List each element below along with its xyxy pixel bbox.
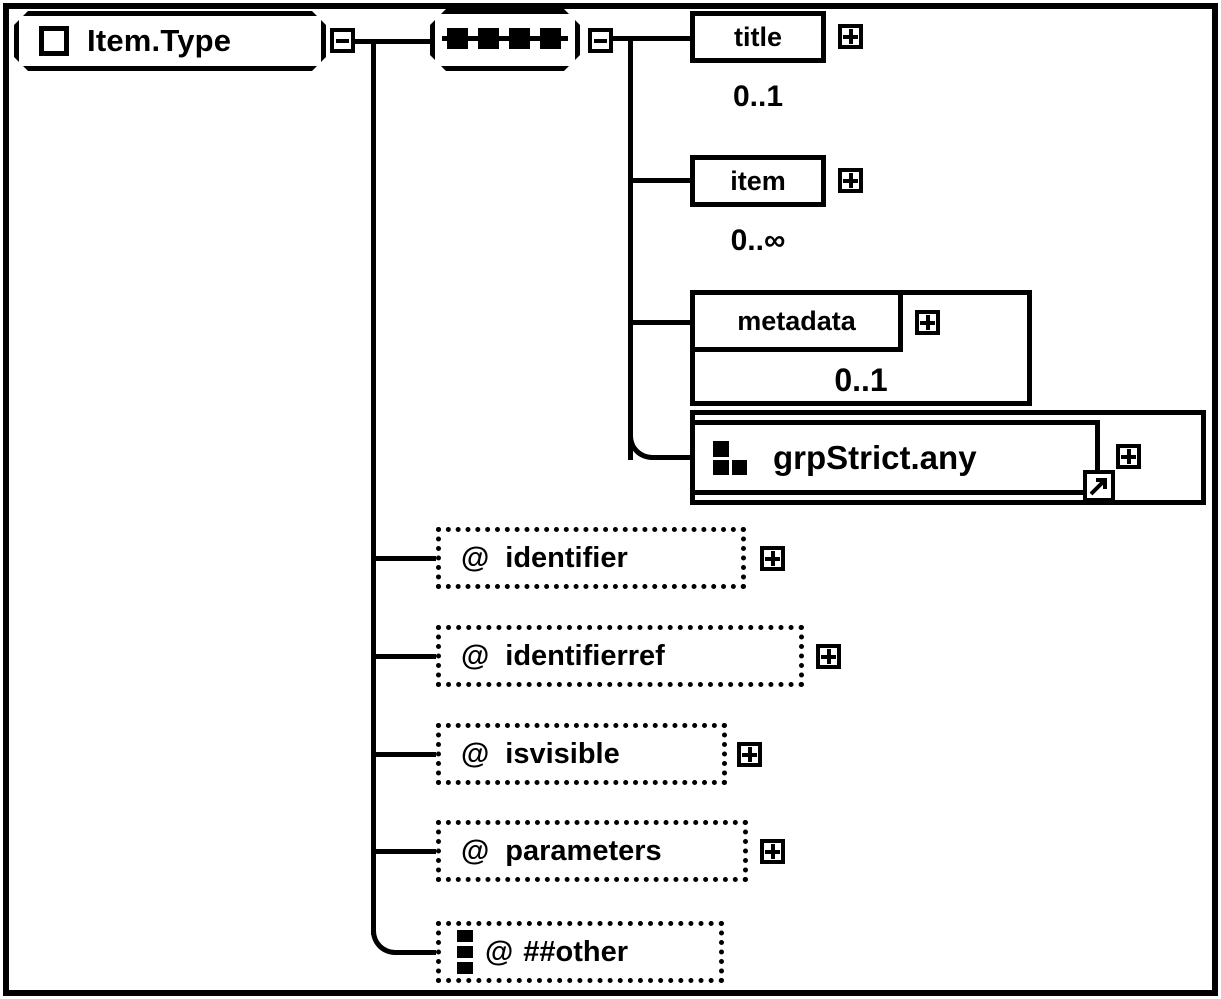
attribute-anyattribute-box[interactable]: @ ##other [436, 921, 724, 983]
element-grpstrict-expand-toggle[interactable] [1116, 444, 1141, 469]
at-symbol-icon: @ [461, 834, 490, 867]
attribute-trunk-elbow [371, 900, 441, 955]
sequence-square [478, 28, 499, 49]
sequence-square [447, 28, 468, 49]
attribute-identifierref-expand-toggle[interactable] [816, 644, 841, 669]
branch-to-identifier [371, 556, 438, 561]
element-trunk-line [628, 39, 633, 460]
branch-to-isvisible [371, 752, 438, 757]
at-symbol-icon: @ [461, 541, 490, 574]
branch-to-identifierref [371, 654, 438, 659]
attribute-identifierref-box[interactable]: @ identifierref [436, 625, 804, 687]
element-metadata-expand-toggle[interactable] [915, 310, 940, 335]
plus-icon [843, 29, 858, 44]
any-attribute-icon [457, 930, 473, 974]
branch-to-metadata [628, 320, 690, 325]
root-collapse-toggle[interactable] [330, 28, 355, 53]
diagram-frame [3, 3, 1218, 996]
element-title-cardinality: 0..1 [732, 80, 784, 113]
root-to-sequence-link [355, 39, 433, 44]
sequence-collapse-toggle[interactable] [588, 28, 613, 53]
element-metadata-cardinality: 0..1 [834, 362, 888, 398]
root-type-label: Item.Type [87, 23, 232, 58]
element-title-expand-toggle[interactable] [838, 24, 863, 49]
plus-icon [920, 315, 935, 330]
attribute-isvisible-box[interactable]: @ isvisible [436, 723, 727, 785]
attribute-identifier-expand-toggle[interactable] [760, 546, 785, 571]
root-type-node[interactable]: Item.Type [14, 11, 326, 71]
reference-arrow-icon[interactable] [1083, 470, 1115, 502]
attribute-identifier-label: identifier [505, 541, 628, 574]
element-item-box[interactable]: item [690, 155, 826, 207]
plus-icon [765, 551, 780, 566]
attribute-anyattribute-label: ##other [523, 935, 629, 968]
element-metadata-box[interactable]: metadata [690, 290, 903, 352]
plus-icon [742, 747, 757, 762]
element-title-box[interactable]: title [690, 11, 826, 63]
element-item-cardinality: 0..∞ [730, 224, 786, 257]
attribute-trunk-line [371, 41, 376, 935]
attribute-parameters-box[interactable]: @ parameters [436, 820, 748, 882]
sequence-square [509, 28, 530, 49]
element-grpstrict-box[interactable]: grpStrict.any [690, 420, 1100, 495]
branch-to-parameters [371, 849, 438, 854]
attribute-parameters-expand-toggle[interactable] [760, 839, 785, 864]
element-title-label: title [733, 21, 782, 52]
plus-icon [843, 173, 858, 188]
attribute-isvisible-label: isvisible [505, 737, 620, 770]
element-metadata-label: metadata [737, 305, 856, 336]
minus-icon [336, 38, 349, 43]
plus-icon [765, 844, 780, 859]
attribute-identifierref-label: identifierref [505, 639, 665, 672]
attribute-isvisible-expand-toggle[interactable] [737, 742, 762, 767]
plus-icon [1121, 449, 1136, 464]
element-grpstrict-label: grpStrict.any [773, 438, 977, 476]
complex-type-icon [39, 26, 69, 56]
attribute-parameters-label: parameters [505, 834, 662, 867]
attribute-identifier-box[interactable]: @ identifier [436, 527, 746, 589]
group-icon [713, 440, 747, 475]
sequence-square [540, 28, 561, 49]
at-symbol-icon: @ [485, 935, 514, 968]
minus-icon [594, 38, 607, 43]
plus-icon [821, 649, 836, 664]
branch-to-grpstrict [628, 400, 690, 460]
at-symbol-icon: @ [461, 737, 490, 770]
sequence-icon [442, 36, 568, 41]
branch-to-title [628, 36, 690, 41]
sequence-trunk-stub [613, 36, 633, 41]
element-item-expand-toggle[interactable] [838, 168, 863, 193]
at-symbol-icon: @ [461, 639, 490, 672]
branch-to-item [628, 178, 690, 183]
element-item-label: item [730, 165, 786, 196]
